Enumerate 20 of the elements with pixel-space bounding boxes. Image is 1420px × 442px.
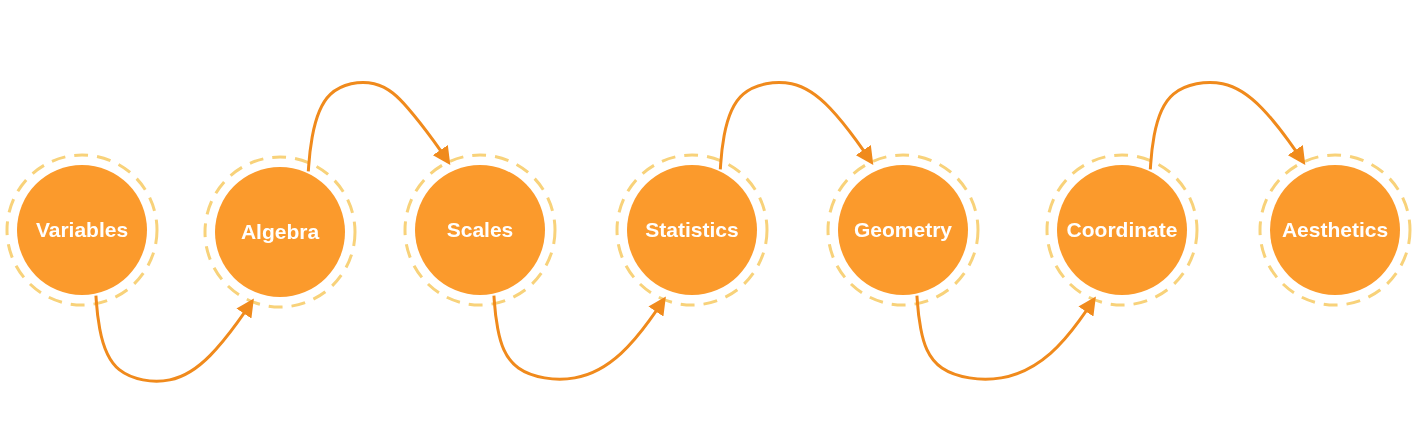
process-circle	[838, 165, 968, 295]
arrow	[94, 295, 254, 383]
process-circle	[17, 165, 147, 295]
arrow	[915, 295, 1096, 381]
arrow	[306, 81, 451, 172]
arrow	[492, 295, 666, 381]
node-label: Statistics	[645, 218, 739, 242]
node-label: Variables	[35, 218, 129, 242]
process-circle	[1057, 165, 1187, 295]
node-label: Coordinate	[1066, 218, 1178, 242]
process-circle	[627, 165, 757, 295]
process-circle	[215, 167, 345, 297]
node-label: Scales	[446, 218, 514, 242]
process-circle	[415, 165, 545, 295]
node-label: Algebra	[240, 220, 320, 244]
node-label: Geometry	[853, 218, 952, 242]
arrow	[718, 81, 874, 170]
arrow	[1148, 80, 1306, 170]
process-circle	[1270, 165, 1400, 295]
node-label: Aesthetics	[1281, 218, 1389, 242]
